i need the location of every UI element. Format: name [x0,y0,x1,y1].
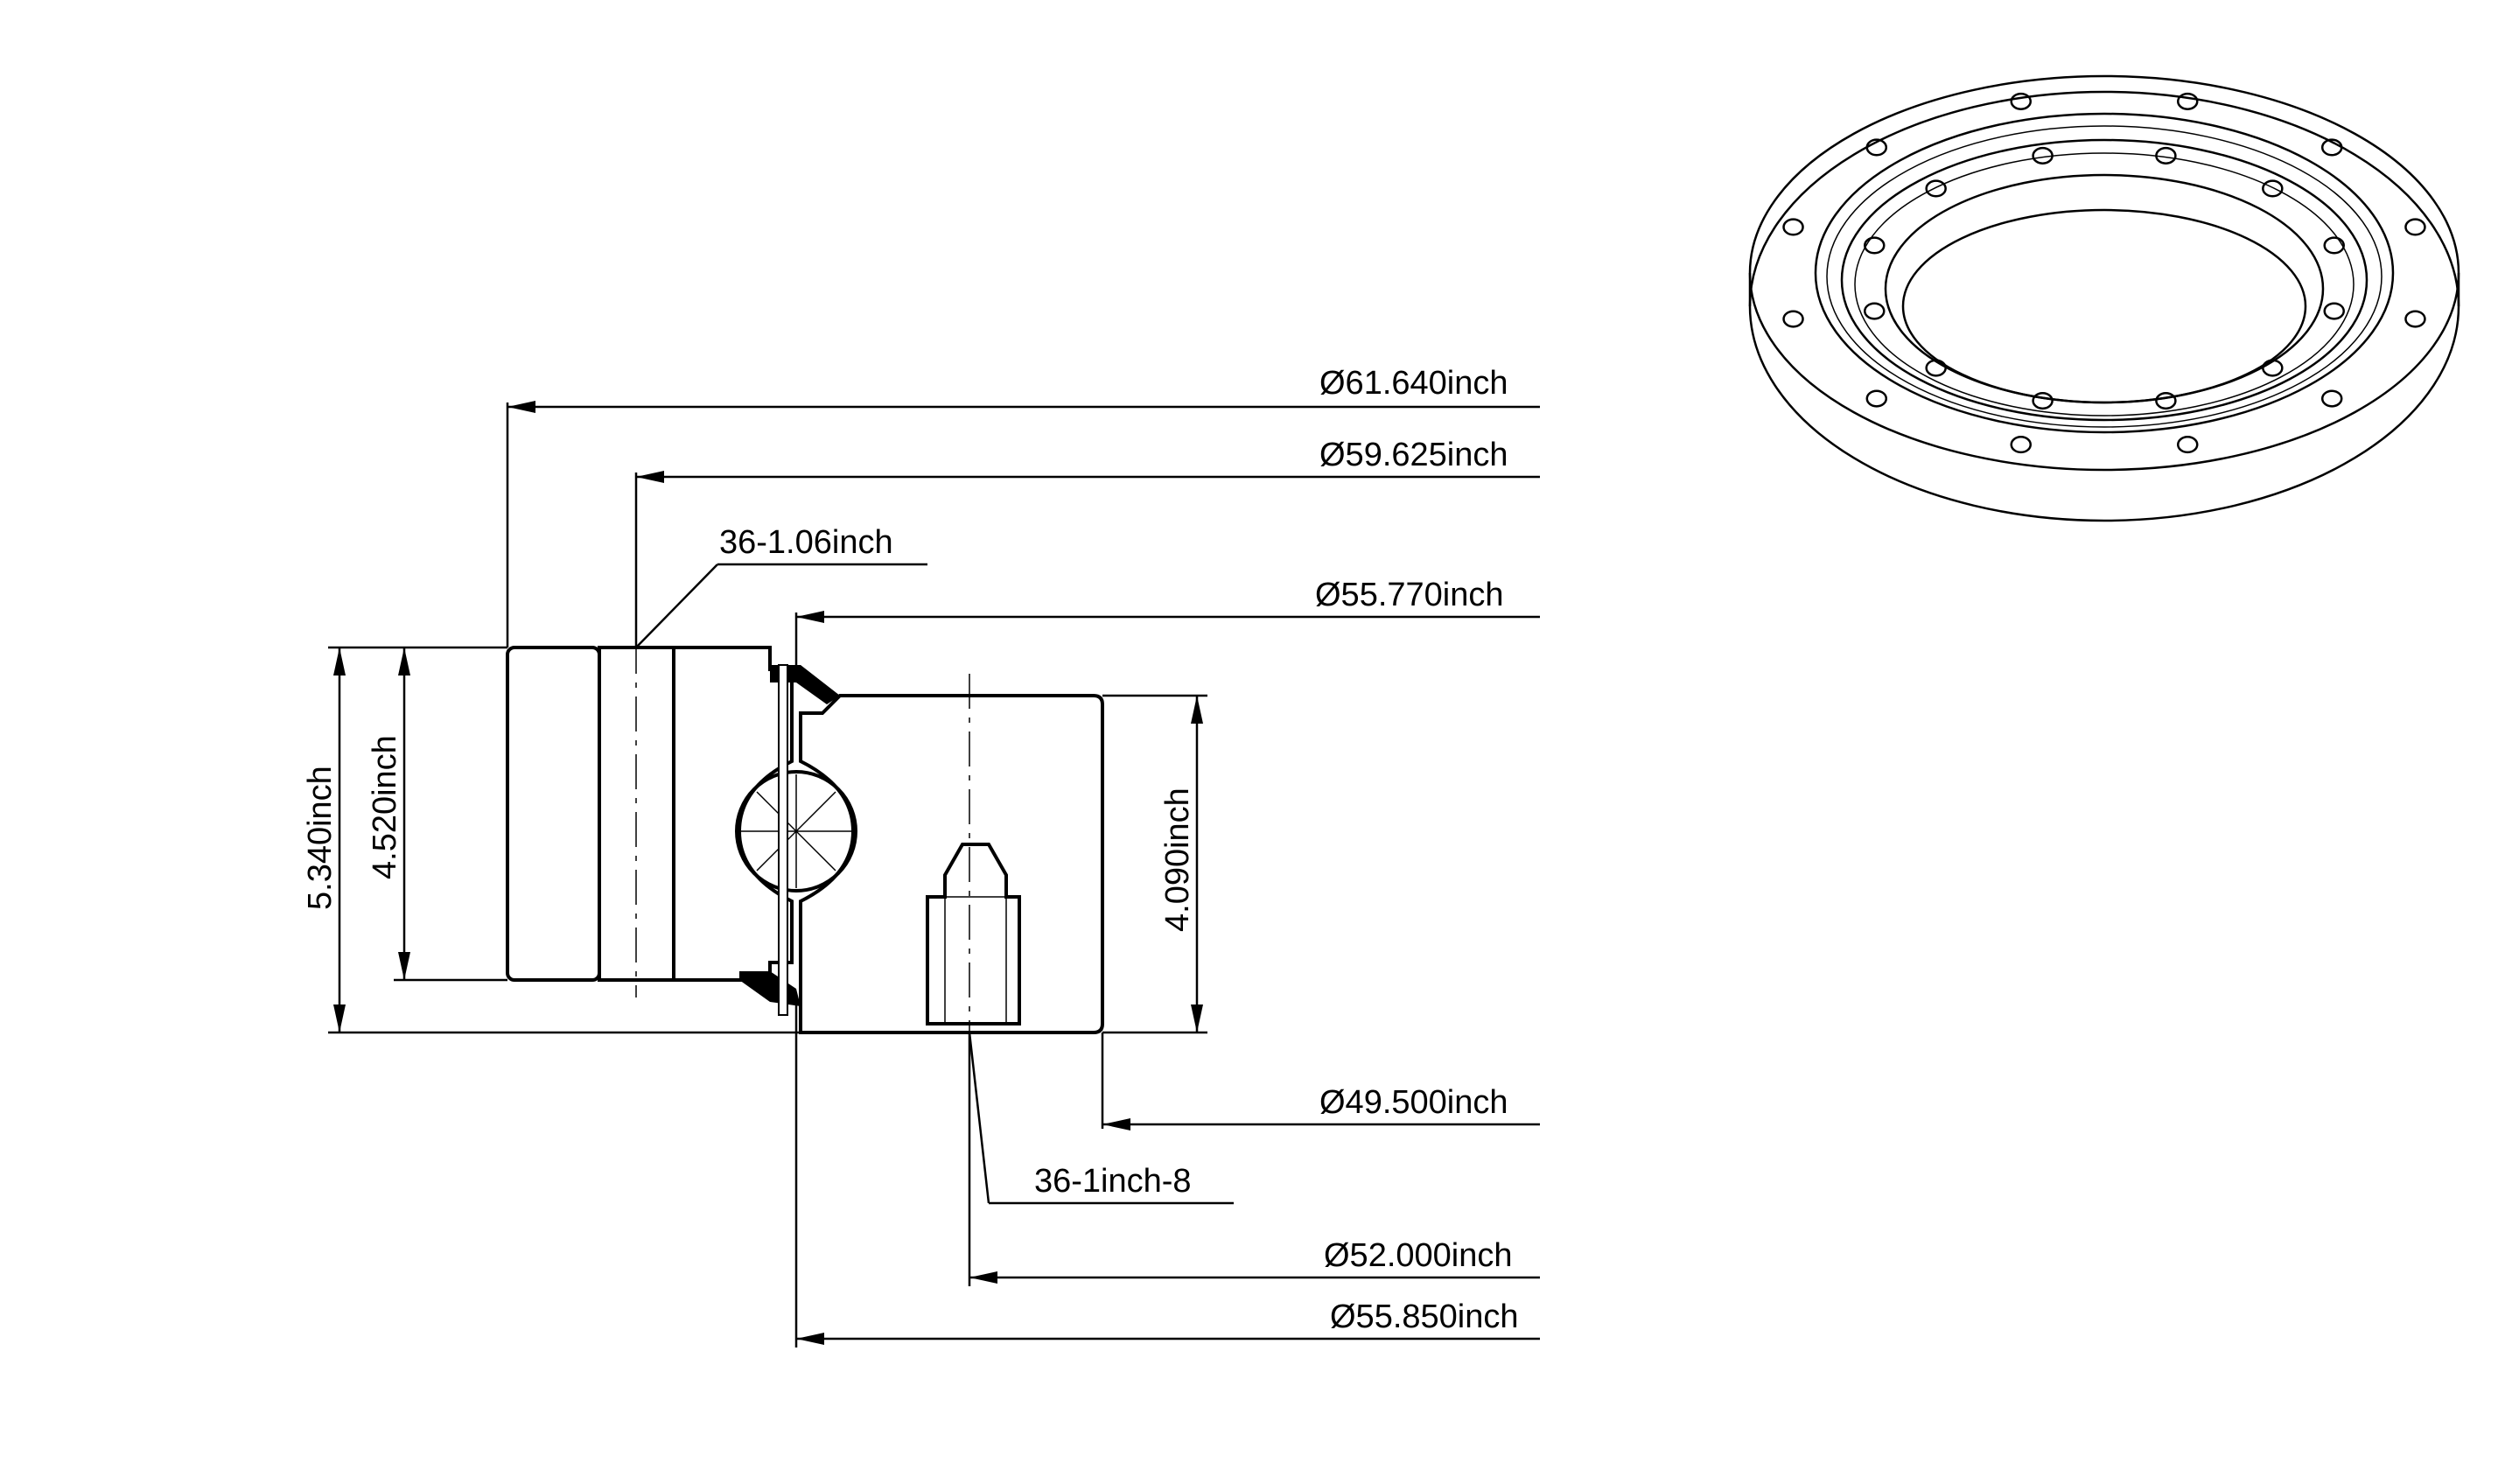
outer-bolt-hole [2320,389,2343,408]
outer-bolt-hole [2176,92,2199,110]
dimensions: Ø61.640inch Ø59.625inch 36-1.06inch Ø55.… [302,365,1540,1348]
cross-section [506,639,1104,1050]
outer-holes-label: 36-1.06inch [719,524,893,561]
bottom-seal [739,971,801,1006]
outer-ring-left-section [506,646,601,982]
outer-bolt-hole [2320,138,2343,157]
inner-bolt-hole [1925,359,1947,377]
isometric-view [1748,74,2460,522]
inner-bolt-hole [1864,302,1886,320]
inner-bolt-hole [2323,236,2345,255]
inner-bolt-hole [2155,146,2177,164]
outer-bolt-hole [2010,436,2033,454]
inner-bolt-hole [2155,392,2177,410]
inner-holes-label: 36-1inch-8 [1034,1163,1192,1200]
inner-ring-height-label: 4.090inch [1159,788,1196,932]
inner-bolt-hole [2032,146,2054,164]
inner-bolt-hole [2262,359,2284,377]
outer-bolt-hole [2404,310,2426,328]
outer-ring-right-section [672,646,794,982]
outer-diameter-label: Ø61.640inch [1319,365,1508,402]
ball-diameter-label: Ø55.850inch [1330,1298,1519,1335]
outer-ring-height-label: 4.520inch [367,735,403,879]
total-height-label: 5.340inch [302,766,339,910]
outer-bolt-hole [1865,138,1888,157]
outer-bolt-hole [2010,92,2033,110]
outer-bolt-hole [1865,389,1888,408]
ball [735,770,857,892]
bolt-circle-inner-label: Ø52.000inch [1324,1237,1513,1274]
inner-bolt-hole [1925,179,1947,198]
inner-bolt-hole [2032,392,2054,410]
inner-bolt-hole [1864,236,1886,255]
outer-bolt-hole [1782,218,1804,236]
inner-bolt-hole [2323,302,2345,320]
outer-bolt-hole [2404,218,2426,236]
inner-diameter-label: Ø49.500inch [1319,1084,1508,1121]
gear-diameter-label: Ø55.770inch [1315,577,1504,613]
outer-bolt-hole [2176,436,2199,454]
inner-bolt-hole [2262,179,2284,198]
bolt-circle-outer-label: Ø59.625inch [1319,437,1508,473]
outer-bolt-hole [1782,310,1804,328]
